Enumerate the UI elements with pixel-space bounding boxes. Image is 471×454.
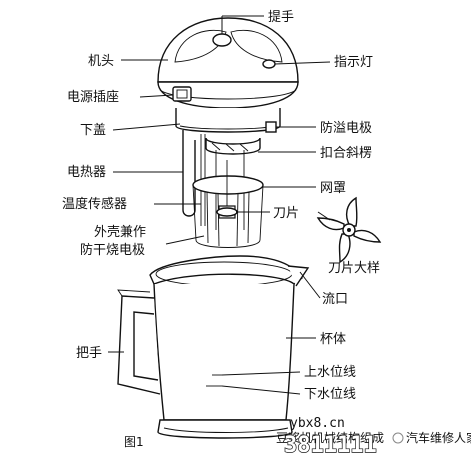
label-snap-rib: 扣合斜楞 xyxy=(320,146,372,161)
blade-enlarged-drawing xyxy=(316,196,382,264)
label-lower-water-line: 下水位线 xyxy=(304,387,356,402)
cup-body xyxy=(117,255,310,439)
label-handle-side: 把手 xyxy=(76,346,102,361)
label-spout: 流口 xyxy=(322,292,348,307)
figure-caption-text: 豆浆机机械结构组成 xyxy=(276,430,384,445)
mesh-cover xyxy=(192,160,264,248)
leader-lines xyxy=(108,15,331,395)
figure-number: 图1 xyxy=(124,435,144,449)
label-shell-line1: 外壳兼作 xyxy=(94,225,146,240)
label-overflow-electrode: 防溢电极 xyxy=(320,120,372,136)
label-handle-top: 提手 xyxy=(268,9,294,25)
label-indicator: 指示灯 xyxy=(334,55,373,70)
watermark-account: 汽车维修人家 xyxy=(406,430,471,445)
figure-caption: 图1 豆浆机机械结构组成 xyxy=(124,430,384,449)
label-cup-body: 杯体 xyxy=(320,332,346,347)
label-blade: 刀片 xyxy=(273,206,299,221)
label-upper-water-line: 上水位线 xyxy=(304,365,356,380)
label-head: 机头 xyxy=(88,54,114,69)
label-blade-enlarged: 刀片大样 xyxy=(328,261,380,276)
label-heater: 电热器 xyxy=(67,165,106,180)
label-mesh-cover: 网罩 xyxy=(320,181,346,196)
label-lower-cover: 下盖 xyxy=(80,123,106,138)
label-shell-line2: 防干烧电极 xyxy=(80,242,145,258)
machine-head xyxy=(157,17,299,155)
watermark-numbers: 3811111 xyxy=(284,433,377,454)
label-power-socket: 电源插座 xyxy=(67,90,119,105)
watermark: ybx8.cn 3811111 汽车维修人家 xyxy=(283,416,471,454)
callout-labels: 提手 机头 指示灯 电源插座 下盖 防溢电极 扣合斜楞 电热器 网罩 温度传感器… xyxy=(62,9,380,402)
watermark-site: ybx8.cn xyxy=(290,416,345,431)
label-temp-sensor: 温度传感器 xyxy=(62,196,127,212)
wechat-icon xyxy=(392,432,404,444)
